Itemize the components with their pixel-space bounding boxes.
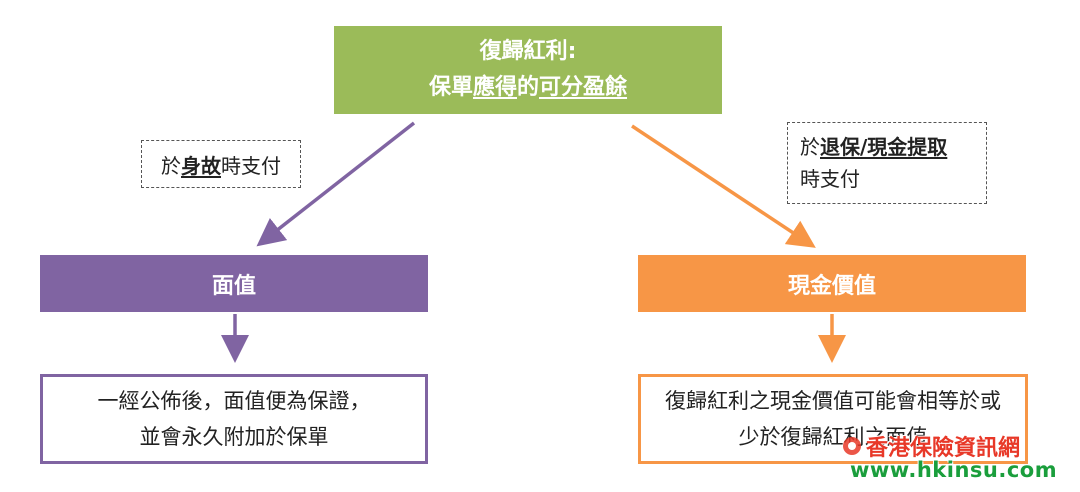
top-subtitle-entitled: 應得 xyxy=(472,75,517,100)
face-value-header: 面值 xyxy=(40,255,428,312)
arrow-to-cash-value xyxy=(631,124,816,248)
arrow-to-face-value xyxy=(256,121,416,247)
reversionary-bonus-box: 復歸紅利: 保單應得的可分盈餘 xyxy=(334,26,722,114)
top-subtitle-mid: 的 xyxy=(517,75,540,100)
note-right-line2: 時支付 xyxy=(800,167,860,191)
face-value-description: 一經公佈後，面值便為保證， 並會永久附加於保單 xyxy=(40,374,428,464)
note-left-suffix: 時支付 xyxy=(221,153,281,178)
cash-value-desc-line1: 復歸紅利之現金價值可能會相等於或 xyxy=(665,389,1001,413)
face-value-desc-line1: 一經公佈後，面值便為保證， xyxy=(97,389,371,413)
note-right-prefix: 於 xyxy=(800,135,820,159)
face-value-desc-line2: 並會永久附加於保單 xyxy=(139,425,329,449)
note-right-surrender: 退保/現金提取 xyxy=(820,135,948,159)
cash-value-label: 現金價值 xyxy=(787,273,876,299)
note-on-death: 於身故時支付 xyxy=(141,140,301,188)
cash-value-desc-line2: 少於復歸紅利之面值 xyxy=(738,425,928,449)
note-left-prefix: 於 xyxy=(161,153,181,178)
note-right-line1: 於退保/現金提取 xyxy=(800,131,986,163)
top-box-subtitle: 保單應得的可分盈餘 xyxy=(429,70,627,106)
top-box-title: 復歸紅利: xyxy=(479,39,577,64)
top-subtitle-surplus: 可分盈餘 xyxy=(539,75,628,100)
note-left-death: 身故 xyxy=(181,153,221,178)
top-subtitle-prefix: 保單 xyxy=(428,75,473,100)
cash-value-description: 復歸紅利之現金價值可能會相等於或 少於復歸紅利之面值 xyxy=(638,374,1028,464)
cash-value-header: 現金價值 xyxy=(638,255,1026,312)
face-value-label: 面值 xyxy=(211,273,256,299)
note-on-surrender: 於退保/現金提取 時支付 xyxy=(787,122,987,204)
